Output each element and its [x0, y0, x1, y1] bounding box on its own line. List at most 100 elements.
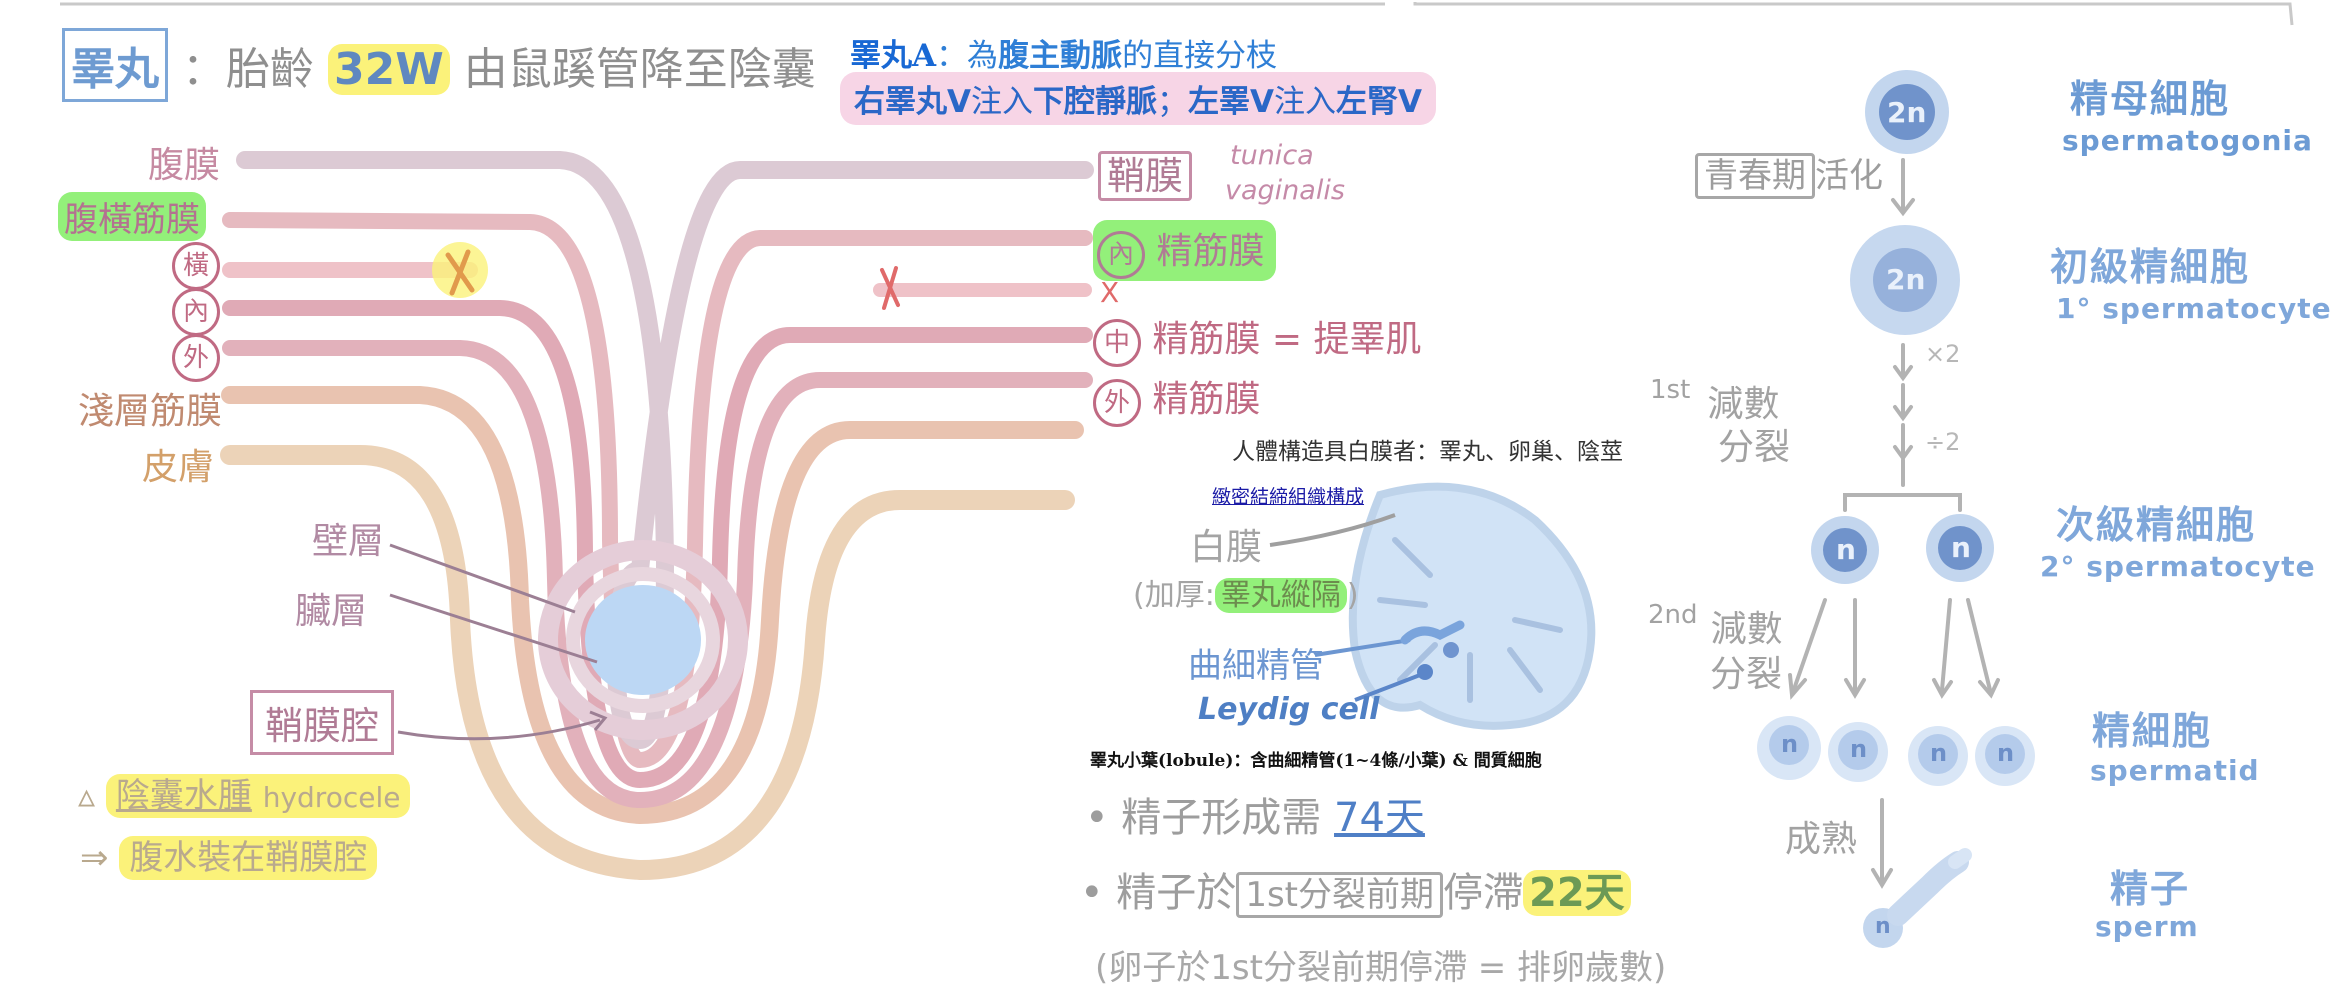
ploidy-spermatid-1: n	[1781, 730, 1799, 758]
internal-circle: 內	[172, 288, 220, 336]
hydrocele-line1: ▵ 陰囊水腫 hydrocele	[78, 768, 411, 818]
label-transversalis-fascia: 腹橫筋膜	[58, 192, 206, 241]
label-transversus: 橫	[172, 242, 220, 290]
cell-spermatid-4-inner	[1985, 734, 2025, 774]
times-two-label: ×2	[1925, 340, 1961, 368]
gestational-age: 32W	[328, 44, 450, 95]
cut-x-mark-right	[880, 266, 900, 310]
hydrocele-en: hydrocele	[262, 781, 401, 814]
ivc-text: 下腔靜脈	[1033, 84, 1157, 120]
tubule-pointer	[1314, 638, 1411, 657]
ploidy-secondary-1: n	[1836, 533, 1856, 566]
arrest-days: 22天	[1523, 870, 1631, 916]
label-internal-spermatic-fascia: 內 精筋膜	[1093, 220, 1277, 281]
cell-spermatid-2-inner	[1838, 730, 1878, 770]
cell-sperm-tail	[1887, 851, 1969, 926]
meiosis-1-ordinal: 1st	[1650, 375, 1691, 405]
cell-name-sperm-zh: 精子	[2110, 867, 2191, 911]
label-visceral: 臟層	[295, 591, 368, 632]
albuginea-heading: 人體構造具白膜者：睪丸、卵巢、陰莖	[1232, 439, 1623, 465]
semicolon: ；	[1157, 84, 1188, 120]
ploidy-secondary-2: n	[1951, 531, 1971, 564]
cell-primary-inner	[1873, 248, 1937, 312]
cell-name-primary-en: 1° spermatocyte	[2056, 292, 2332, 325]
ploidy-primary: 2n	[1886, 263, 1926, 296]
albuginea-label: 白膜	[1190, 527, 1263, 568]
cell-name-spermatogonia-zh: 精母細胞	[2070, 77, 2231, 121]
lobule-note: 睪丸小葉(lobule)：含曲細精管(1~4條/小葉) & 間質細胞	[1090, 751, 1542, 771]
activate-text: 活化	[1815, 156, 1883, 196]
thick-prefix: (加厚:	[1133, 578, 1215, 613]
label-superficial-fascia: 淺層筋膜	[78, 391, 223, 432]
cell-spermatogonia-inner	[1879, 84, 1935, 140]
arrest-text: 停滯	[1443, 870, 1523, 916]
external-fascia-band	[222, 340, 1093, 808]
artery-note-line1: 睪丸A：為腹主動脈的直接分枝	[850, 30, 1277, 75]
tunica-sac-outer	[538, 540, 748, 740]
meiosis-2-ordinal: 2nd	[1648, 600, 1698, 630]
internal-spermatic-text: 精筋膜	[1156, 231, 1265, 272]
scrotal-layers	[220, 151, 1094, 880]
cell-secondary-2-inner	[1938, 526, 1982, 570]
label-peritoneum: 腹膜	[148, 145, 221, 186]
tunica-en-1: tunica	[1230, 140, 1314, 171]
testis-title: 睪丸 ：胎齡 32W 由鼠蹊管降至陰囊	[62, 28, 816, 102]
middle-spermatic-circle: 中	[1093, 319, 1141, 367]
leydig-pointer	[1354, 673, 1421, 702]
ploidy-spermatid-3: n	[1930, 739, 1948, 767]
label-internal-oblique: 內	[172, 288, 220, 336]
cell-name-secondary-zh: 次級精細胞	[2056, 503, 2257, 547]
external-spermatic-circle: 外	[1093, 379, 1141, 427]
meiosis-1-word: 減數	[1707, 384, 1780, 425]
testis-shape	[585, 585, 701, 695]
cut-x-mark-left	[445, 249, 475, 296]
parietal-pointer	[389, 543, 576, 614]
tunica-sac-inner	[566, 567, 720, 713]
label-skin: 皮膚	[142, 447, 215, 488]
tunica-zh-label: 鞘膜	[1098, 151, 1193, 201]
meiosis-1-label: 1st 減數	[1650, 375, 1779, 427]
hydrocele-zh: 陰囊水腫	[115, 776, 252, 816]
label-external-oblique: 外	[172, 334, 220, 382]
meiosis-2-label: 2nd 減數	[1648, 600, 1783, 652]
superficial-fascia-band	[221, 386, 1084, 824]
middle-fascia-band	[222, 300, 1093, 788]
label-cremaster: 中 精筋膜 = 提睪肌	[1093, 310, 1422, 367]
cells	[1757, 70, 2035, 948]
cell-spermatid-3-inner	[1918, 734, 1958, 774]
ploidy-sperm: n	[1875, 914, 1891, 939]
thick-suffix: )	[1346, 578, 1359, 613]
left-vein-connector: 注入	[1274, 84, 1336, 120]
implies-marker: ⇒	[80, 838, 109, 878]
maturation-label: 成熟	[1785, 819, 1858, 860]
external-circle: 外	[172, 334, 220, 382]
transversus-circle: 橫	[172, 242, 220, 290]
left-vein-text: 左睪V	[1188, 84, 1274, 120]
prophase-box: 1st分裂前期	[1236, 872, 1443, 918]
label-external-spermatic-fascia: 外 精筋膜	[1093, 370, 1260, 427]
cell-name-secondary-en: 2° spermatocyte	[2040, 550, 2316, 583]
ovum-note: (卵子於1st分裂前期停滯 = 排卵歲數)	[1095, 948, 1667, 988]
ploidy-spermatogonia: 2n	[1887, 96, 1927, 129]
dense-tissue-link[interactable]: 緻密結締組織構成	[1212, 486, 1365, 508]
mediastinum-note: (加厚:睪丸縱隔)	[1133, 570, 1359, 614]
artery-note-tail: 的直接分枝	[1122, 38, 1278, 74]
ploidy-spermatid-4: n	[1997, 739, 2015, 767]
cell-name-spermatid-zh: 精細胞	[2092, 709, 2213, 753]
bullet-sperm-formation: • 精子形成需 74天	[1085, 785, 1425, 843]
puberty-label: 青春期活化	[1695, 148, 1883, 199]
testis-title-word: 睪丸	[62, 28, 168, 102]
meiosis-2-word: 減數	[1710, 609, 1783, 650]
triangle-marker: ▵	[78, 776, 96, 816]
leydig-cell-label: Leydig cell	[1198, 692, 1380, 727]
external-spermatic-text: 精筋膜	[1152, 379, 1261, 420]
sperm-formation-text: • 精子形成需	[1085, 795, 1322, 841]
sperm-formation-days: 74天	[1334, 795, 1425, 841]
skin-band	[220, 445, 1075, 880]
ascites-note: 腹水裝在鞘膜腔	[119, 836, 378, 880]
hydrocele-highlight: 陰囊水腫 hydrocele	[105, 774, 411, 818]
cell-secondary-1-inner	[1823, 528, 1867, 572]
septa-lines	[1377, 537, 1563, 703]
